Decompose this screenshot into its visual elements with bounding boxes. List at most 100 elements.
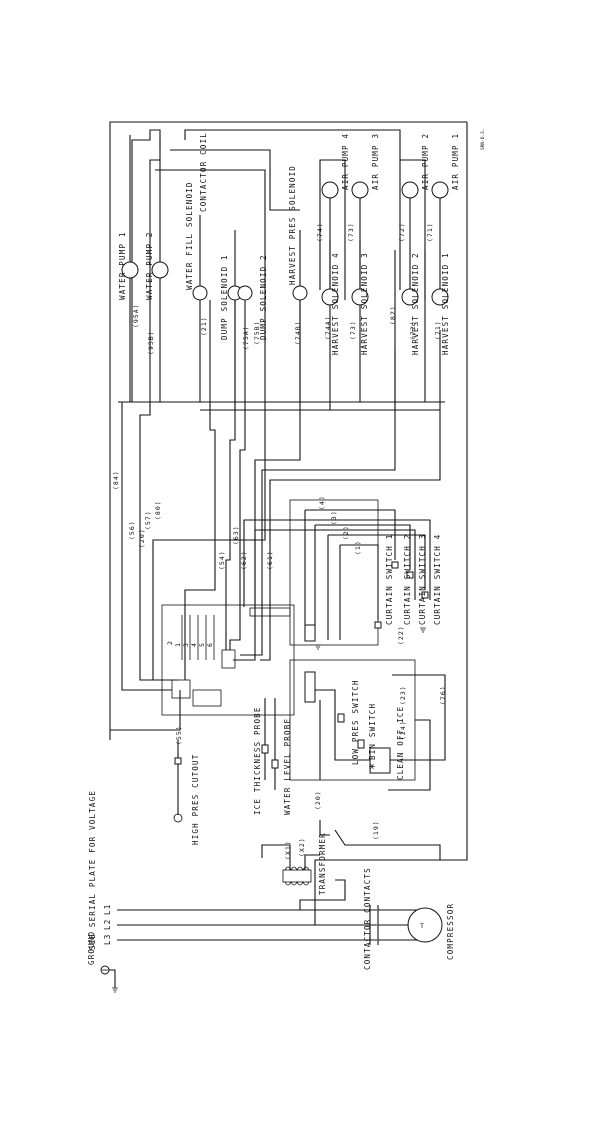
low-pres-switch-label: LOW PRES SWITCH (351, 679, 360, 765)
wire-95a: (95A) (132, 303, 140, 328)
harvest-pres-solenoid-symbol (292, 285, 308, 301)
air-pump-3-symbol (351, 181, 369, 199)
dump-solenoid-1-label: DUMP SOLENOID 1 (220, 254, 229, 340)
compressor-label: COMPRESSOR (446, 903, 455, 960)
wire-54: (54) (218, 550, 226, 570)
board-wires (110, 129, 441, 731)
wire-75b: (75B) (253, 320, 261, 345)
wire-84: (84) (112, 470, 120, 490)
water-probe-contact (271, 759, 279, 769)
wire-62: (62) (240, 550, 248, 570)
wire-71b: (71) (426, 222, 434, 242)
water-pump-2-symbol (151, 261, 169, 279)
wire-1: (1) (354, 540, 362, 555)
load-buses (118, 135, 445, 411)
air-pump-4-symbol (321, 181, 339, 199)
ground-label: GROUND (87, 931, 96, 965)
harvest-pres-solenoid-label: HARVEST PRES SOLENOID (288, 165, 297, 285)
wire-95b: (95B) (147, 330, 155, 355)
wire-23: (23) (399, 685, 407, 705)
lower-control-loop (289, 659, 468, 870)
water-pump-1-symbol (121, 261, 139, 279)
curtain-switch-2-label: CURTAIN SWITCH 2 (403, 534, 412, 625)
water-fill-solenoid-symbol (192, 285, 208, 301)
doc-code: SRN-D.S. (480, 128, 486, 150)
wire-3: (3) (330, 510, 338, 525)
wire-22: (22) (397, 625, 405, 645)
wire-61: (61) (266, 550, 274, 570)
board-pin-2: 2 (166, 640, 174, 645)
curtain-switch-2-contact (406, 571, 414, 579)
air-pump-3-label: AIR PUMP 3 (371, 133, 380, 190)
wire-4: (4) (318, 495, 326, 510)
water-level-probe-label: WATER LEVEL PROBE (283, 718, 292, 815)
transformer-symbol (261, 844, 320, 886)
board-pin-6: 6 (206, 642, 214, 647)
curtain-switch-3-contact (421, 591, 429, 599)
dump-solenoid-2-symbol (237, 285, 253, 301)
wire-x2: (X2) (298, 837, 306, 857)
wire-55-terminal (174, 757, 182, 765)
wire-71: (71) (434, 320, 442, 340)
air-pump-1-symbol (431, 181, 449, 199)
curtain-switch-section (289, 499, 429, 650)
curtain-switch-3-label: CURTAIN SWITCH 3 (418, 534, 427, 625)
wire-57: (57) (144, 510, 152, 530)
board-pin-3: 3 (182, 642, 190, 647)
asterisk-note: * (367, 763, 381, 770)
low-pres-switch-contact (337, 713, 345, 723)
air-pump-1-label: AIR PUMP 1 (451, 133, 460, 190)
wire-21: (21) (200, 316, 208, 336)
contactor-coil-label: CONTACTOR COIL (199, 132, 208, 212)
ice-probe-contact (261, 744, 269, 754)
probes-and-cutout (173, 698, 279, 823)
harvest-solenoid-1-label: HARVEST SOLENOID 1 (441, 252, 450, 355)
air-pump-2-symbol (401, 181, 419, 199)
contactor-contacts-label: CONTACTOR CONTACTS (363, 867, 372, 970)
wire-72: (72) (409, 320, 417, 340)
wire-55: (55) (175, 725, 183, 745)
wire-74: (74) (316, 222, 324, 242)
wire-20b: (20) (314, 790, 322, 810)
wire-80: (80) (154, 500, 162, 520)
diagram-labels: GROUND SEE SERIAL PLATE FOR VOLTAGE L1 L… (87, 128, 486, 970)
wire-2: (2) (342, 525, 350, 540)
wire-72b: (72) (398, 222, 406, 242)
bin-switch-contact (357, 739, 365, 749)
wire-74a: (74A) (324, 315, 332, 340)
wire-75a: (75A) (242, 325, 250, 350)
clean-off-ice-label: CLEAN OFF ICE (396, 706, 405, 780)
line-l3-label: L3 (103, 934, 112, 945)
water-fill-solenoid-label: WATER FILL SOLENOID (185, 181, 194, 290)
harvest-solenoid-4-label: HARVEST SOLENOID 4 (331, 252, 340, 355)
line-l2-label: L2 (103, 919, 112, 930)
board-pin-4: 4 (190, 642, 198, 647)
curtain-switch-4-contact (374, 621, 382, 629)
serial-plate-note: SEE SERIAL PLATE FOR VOLTAGE (88, 790, 97, 950)
compressor-terminal-t1: T (420, 922, 425, 930)
wire-24: (24) (399, 720, 407, 740)
dump-solenoid-2-label: DUMP SOLENOID 2 (259, 254, 268, 340)
wire-73: (73) (349, 320, 357, 340)
air-pump-2-label: AIR PUMP 2 (421, 133, 430, 190)
wire-x1: (X1) (284, 840, 292, 860)
curtain-switch-1-contact (391, 561, 399, 569)
wire-20: (20) (138, 528, 146, 548)
wire-19: (19) (372, 820, 380, 840)
transformer-label: TRANSFORMER (318, 832, 327, 895)
wire-73b: (73) (347, 222, 355, 242)
wire-74b: (74B) (294, 320, 302, 345)
line-l1-label: L1 (103, 904, 112, 915)
wire-63: (63) (232, 525, 240, 545)
bin-switch-label: BIN SWITCH (368, 703, 377, 760)
high-pres-cutout-label: HIGH PRES CUTOUT (191, 754, 200, 845)
water-pump-2-label: WATER PUMP 2 (145, 231, 154, 300)
harvest-solenoid-2-label: HARVEST SOLENOID 2 (411, 252, 420, 355)
water-pump-1-label: WATER PUMP 1 (118, 231, 127, 300)
board-pin-1: 1 (174, 642, 182, 647)
air-pump-4-label: AIR PUMP 4 (341, 133, 350, 190)
wire-76: (76) (439, 685, 447, 705)
curtain-switch-4-label: CURTAIN SWITCH 4 (433, 534, 442, 625)
outer-frame (109, 121, 468, 840)
